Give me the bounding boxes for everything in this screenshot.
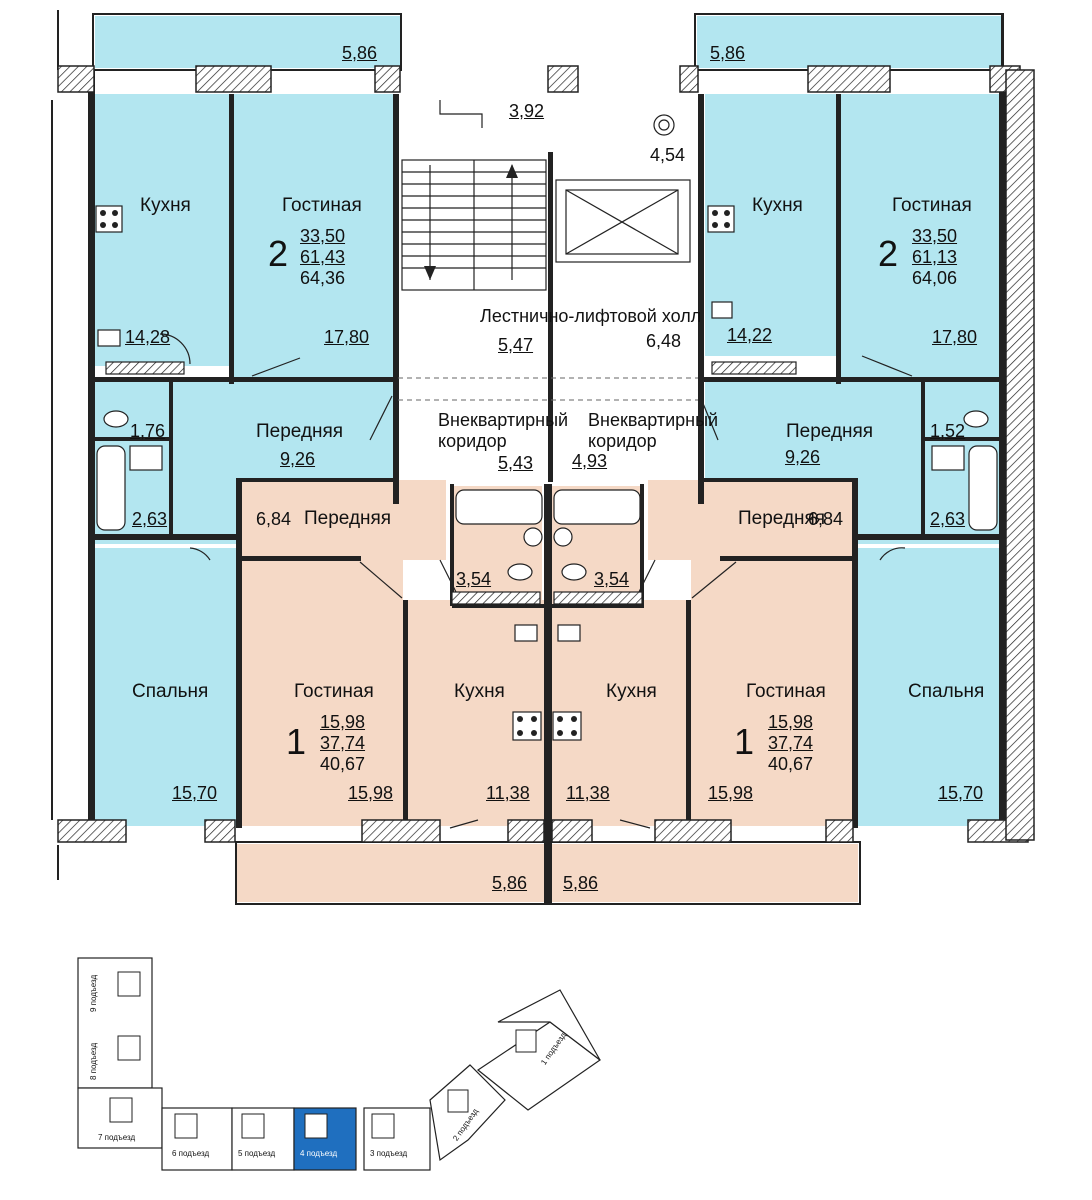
kitchen1r-area: 11,38: [566, 783, 610, 803]
corridor-right-area: 4,93: [572, 451, 608, 471]
apt2r-rooms: 2: [878, 233, 899, 274]
living-1room-right: [691, 560, 853, 826]
corridor-left-label-2: коридор: [438, 431, 507, 451]
balcony-top-left: [95, 16, 400, 68]
front1l-label: Передняя: [304, 508, 392, 529]
living-right-label: Гостиная: [892, 195, 972, 216]
front1r-area: 6,84: [808, 509, 844, 529]
kitchen1l-label: Кухня: [454, 681, 505, 702]
balcony-tl-area: 5,86: [342, 43, 378, 63]
apt2r-a2: 61,13: [912, 247, 958, 267]
front-1room-right: [648, 480, 853, 560]
entrance-6-label: 6 подъезд: [172, 1149, 210, 1158]
living-left-2room: [233, 94, 393, 378]
apt1r-a1: 15,98: [768, 712, 814, 732]
entrance-7-label: 7 подъезд: [98, 1133, 136, 1142]
corridor-left-area: 5,43: [498, 453, 534, 473]
bath-right-area: 2,63: [930, 509, 966, 529]
entrance-5-label: 5 подъезд: [238, 1149, 276, 1158]
front1l-area: 6,84: [256, 509, 292, 529]
apt1l-a3: 40,67: [320, 754, 366, 774]
corridor-left-label-1: Внеквартирный: [438, 410, 569, 430]
wc-left: [93, 388, 169, 438]
living-1room-left: [241, 560, 403, 826]
apt1l-rooms: 1: [286, 721, 307, 762]
apt1l-a1: 15,98: [320, 712, 366, 732]
bedroom-right-area: 15,70: [938, 783, 984, 803]
apt2l-rooms: 2: [268, 233, 289, 274]
bath1r-area: 3,54: [594, 569, 630, 589]
apt2r-areas: 33,50 61,13 64,06: [912, 226, 957, 289]
kitchen-right-label: Кухня: [752, 195, 803, 216]
apt2l-a3: 64,36: [300, 268, 346, 288]
hall-area-1: 3,92: [509, 101, 545, 121]
wc-left-area: 1,76: [130, 421, 166, 441]
living1l-label: Гостиная: [294, 681, 374, 702]
living-left-area: 17,80: [324, 327, 370, 347]
bedroom-left-label: Спальня: [132, 681, 209, 702]
kitchen1l-area: 11,38: [486, 783, 530, 803]
balcony-bl-area: 5,86: [492, 873, 528, 893]
kitchen1r-label: Кухня: [606, 681, 657, 702]
front1r-label: Передняя: [738, 508, 826, 529]
apt2r-a3: 64,06: [912, 268, 958, 288]
living1r-label: Гостиная: [746, 681, 826, 702]
living1l-area: 15,98: [348, 783, 394, 803]
front-right-area: 9,26: [785, 447, 821, 467]
hall-area-4: 6,48: [646, 331, 682, 351]
apt1r-areas: 15,98 37,74 40,67: [768, 712, 813, 775]
front-right-label: Передняя: [786, 421, 874, 442]
kitchen-left-area: 14,28: [125, 327, 171, 347]
bedroom-right: [853, 548, 1001, 826]
balcony-br-area: 5,86: [563, 873, 599, 893]
bath1l-area: 3,54: [456, 569, 492, 589]
balcony-top-right: [697, 16, 1002, 68]
kitchen-left-label: Кухня: [140, 195, 191, 216]
apt1r-a3: 40,67: [768, 754, 814, 774]
wc-right: [925, 388, 1001, 438]
living-right-2room: [841, 94, 1001, 378]
apt1l-a2: 37,74: [320, 733, 366, 753]
apt1l-areas: 15,98 37,74 40,67: [320, 712, 365, 775]
front-left-label: Передняя: [256, 421, 344, 442]
living1r-area: 15,98: [708, 783, 754, 803]
corridor-right-label-1: Внеквартирный: [588, 410, 719, 430]
living-left-label: Гостиная: [282, 195, 362, 216]
apt2l-a1: 33,50: [300, 226, 346, 246]
bedroom-right-label: Спальня: [908, 681, 985, 702]
balcony-tr-area: 5,86: [710, 43, 746, 63]
hall-label: Лестнично-лифтовой холл: [480, 306, 702, 326]
wc-right-area: 1,52: [930, 421, 966, 441]
corridor-right-label-2: коридор: [588, 431, 657, 451]
bedroom-left: [93, 548, 241, 826]
apt1r-rooms: 1: [734, 721, 755, 762]
entrance-8-label: 8 подъезд: [89, 1042, 98, 1080]
apt1r-a2: 37,74: [768, 733, 814, 753]
apt2r-a1: 33,50: [912, 226, 958, 246]
entrance-4-label: 4 подъезд: [300, 1149, 338, 1158]
apt2l-areas: 33,50 61,43 64,36: [300, 226, 345, 289]
living-right-area: 17,80: [932, 327, 978, 347]
kitchen-right-area: 14,22: [727, 325, 773, 345]
hall-area-3: 5,47: [498, 335, 534, 355]
entrance-3-label: 3 подъезд: [370, 1149, 408, 1158]
front-1room-left: [241, 480, 446, 560]
hall-area-2: 4,54: [650, 145, 686, 165]
front-left-area: 9,26: [280, 449, 316, 469]
entrance-9-label: 9 подъезд: [89, 974, 98, 1012]
bath-left-area: 2,63: [132, 509, 168, 529]
apt2l-a2: 61,43: [300, 247, 346, 267]
bedroom-left-area: 15,70: [172, 783, 218, 803]
